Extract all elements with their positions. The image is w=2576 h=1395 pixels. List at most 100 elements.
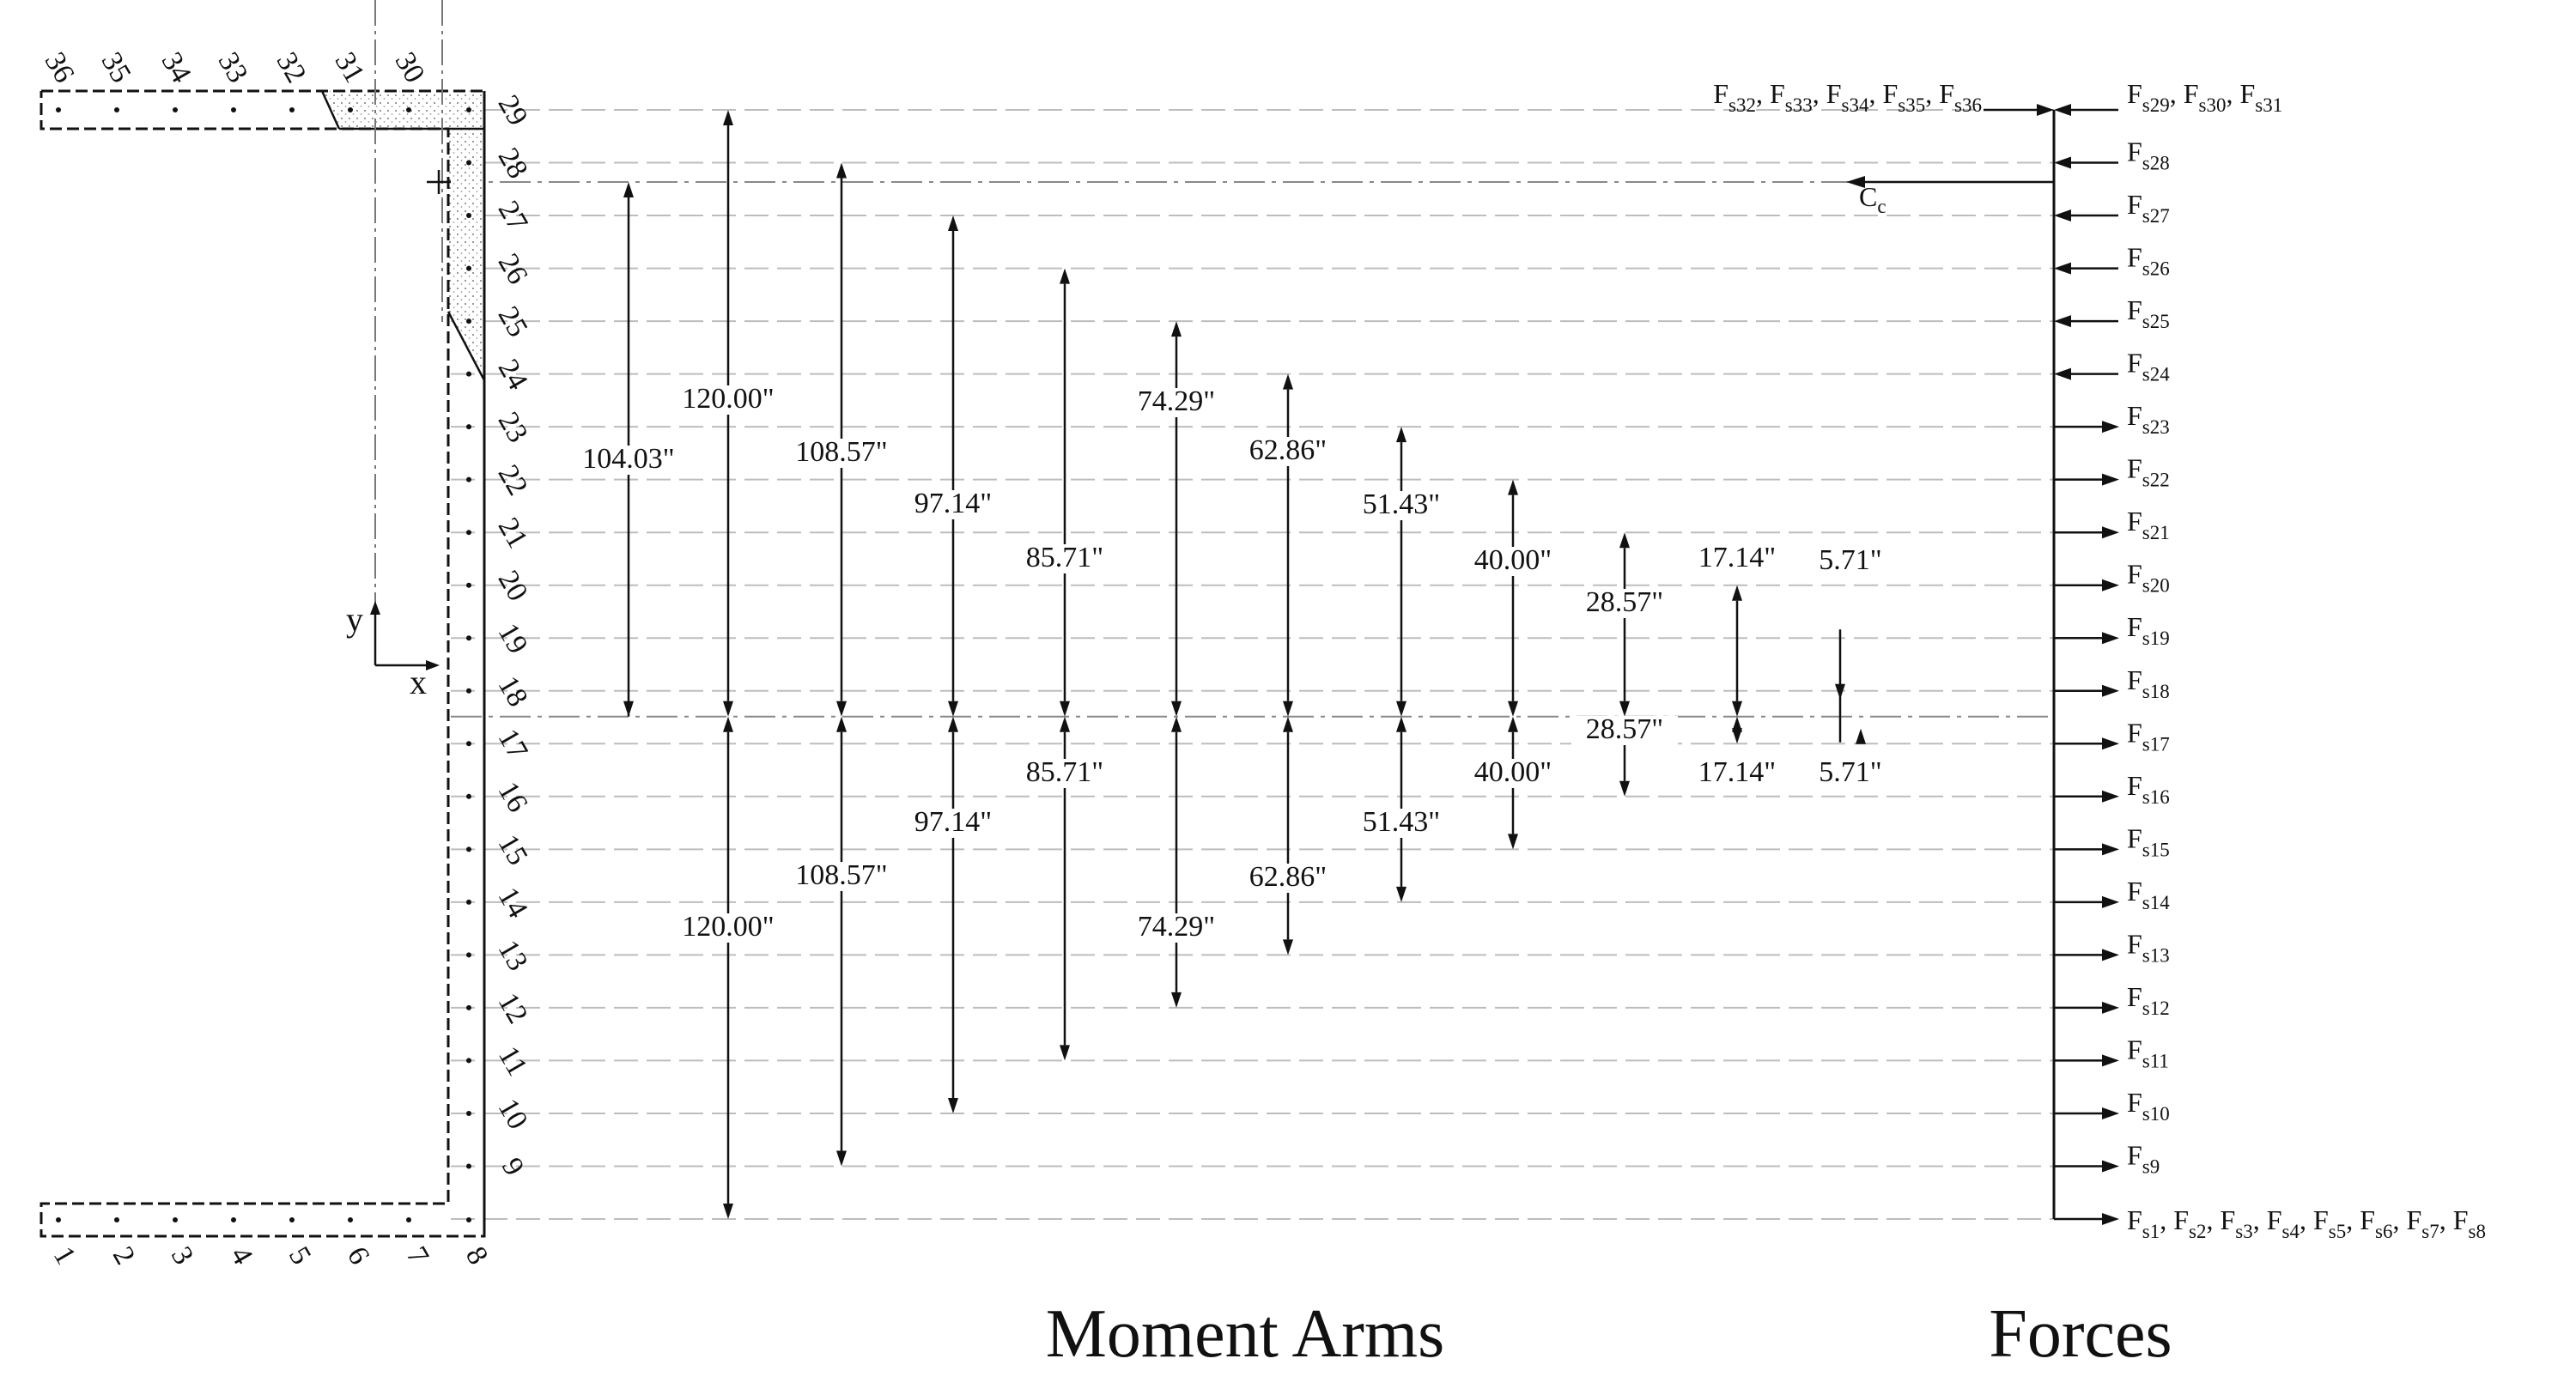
bar-label-web: 20 [492, 565, 534, 606]
svg-text:108.57": 108.57" [795, 859, 887, 891]
force-arrow: Fs1, Fs2, Fs3, Fs4, Fs5, Fs6, Fs7, Fs8 [2054, 1204, 2486, 1242]
force-label: Fs20 [2127, 559, 2170, 597]
rebar-dots [56, 107, 471, 1222]
force-label: Fs14 [2127, 876, 2170, 913]
rebar-dot [466, 635, 471, 641]
force-label: Fs13 [2127, 928, 2170, 966]
svg-text:120.00": 120.00" [682, 383, 774, 415]
bar-label-bottom: 2 [106, 1241, 142, 1270]
rebar-dot [466, 1163, 471, 1169]
moment-arm-arrow: 62.86" [1235, 373, 1341, 717]
bar-label-web: 24 [492, 354, 534, 395]
bar-label-web: 22 [492, 459, 534, 500]
moment-arm-arrow: 74.29" [1123, 321, 1230, 717]
force-arrow: Fs13 [2054, 928, 2170, 966]
moment-arm-arrow: 97.14" [900, 716, 1006, 1113]
moment-arm-arrow: 85.71" [1012, 716, 1118, 1061]
moment-arm-arrow: 120.00" [675, 110, 781, 717]
svg-text:40.00": 40.00" [1474, 756, 1552, 788]
force-arrow: Fs26 [2054, 242, 2170, 280]
force-label: Fs27 [2127, 189, 2170, 227]
force-arrow: Fs11 [2054, 1034, 2169, 1071]
bar-label-bottom: 4 [224, 1241, 259, 1270]
force-label: Fs1, Fs2, Fs3, Fs4, Fs5, Fs6, Fs7, Fs8 [2127, 1204, 2486, 1242]
force-arrow: Fs14 [2054, 876, 2170, 913]
force-label: Fs19 [2127, 611, 2170, 649]
bar-label-web: 23 [492, 407, 534, 448]
moment-arm-arrow: 108.57" [788, 162, 895, 717]
moment-arm-arrow: 17.14" [1684, 542, 1790, 717]
force-label: Fs15 [2127, 822, 2170, 860]
svg-text:5.71": 5.71" [1819, 756, 1881, 788]
bar-label-top: 32 [270, 47, 313, 88]
bar-label-web: 26 [492, 248, 534, 289]
bar-label-top: 36 [39, 47, 81, 88]
force-arrow: Fs20 [2054, 559, 2170, 597]
svg-text:28.57": 28.57" [1586, 586, 1663, 618]
rebar-dot [466, 160, 471, 166]
rebar-dot [466, 265, 471, 271]
rebar-dot [466, 688, 471, 694]
rebar-dot [466, 1058, 471, 1064]
rebar-dot [289, 107, 295, 112]
rebar-dot [231, 107, 236, 112]
rebar-dot [466, 107, 471, 112]
moment-arm-arrow: 40.00" [1460, 479, 1566, 717]
moment-arm-arrow: 62.86" [1235, 716, 1341, 955]
bar-label-web: 15 [492, 829, 534, 870]
moment-arm-arrow: 51.43" [1348, 716, 1455, 902]
rebar-dot [466, 318, 471, 324]
svg-text:104.03": 104.03" [582, 443, 674, 475]
moment-arm-arrow: 5.71"5.71" [1797, 544, 1904, 788]
force-arrow: Fs28 [2054, 136, 2170, 174]
force-label: Fs17 [2127, 717, 2170, 755]
moment-arm-arrow: 74.29" [1123, 716, 1230, 1008]
force-label: Fs18 [2127, 664, 2170, 702]
svg-text:40.00": 40.00" [1474, 544, 1552, 576]
rebar-dot [348, 107, 353, 112]
rebar-dot [466, 1004, 471, 1010]
bar-label-web: 13 [492, 935, 534, 976]
force-arrow: Fs12 [2054, 981, 2170, 1019]
bar-label-web: 18 [492, 671, 534, 713]
rebar-dot [466, 1110, 471, 1116]
bar-label-web: 12 [492, 988, 534, 1029]
force-arrow: Fs16 [2054, 770, 2170, 808]
bar-label-bottom: 3 [165, 1241, 200, 1270]
rebar-dot [466, 846, 471, 852]
force-label: Fs28 [2127, 136, 2170, 174]
force-label: Fs25 [2127, 294, 2170, 332]
bar-label-bottom: 6 [341, 1241, 376, 1270]
compression-label: Cc [1859, 181, 1886, 217]
forces-title: Forces [1989, 1296, 2172, 1372]
bar-label-bottom: 8 [459, 1241, 495, 1270]
rebar-dot [466, 582, 471, 588]
rebar-dot [231, 1217, 236, 1222]
bar-label-web: 11 [492, 1041, 533, 1082]
bar-label-bottom: 5 [283, 1241, 318, 1270]
svg-text:17.14": 17.14" [1698, 542, 1776, 573]
force-arrows: Fs29, Fs30, Fs31Fs28Fs27Fs26Fs25Fs24Fs23… [1713, 78, 2486, 1242]
rebar-dot [466, 793, 471, 799]
rebar-dot [406, 1217, 411, 1222]
svg-text:62.86": 62.86" [1249, 434, 1327, 466]
rebar-dot [114, 107, 119, 112]
svg-text:51.43": 51.43" [1363, 806, 1440, 838]
compression-zone [322, 91, 484, 380]
force-label: Fs29, Fs30, Fs31 [2127, 78, 2282, 116]
force-arrow: Fs21 [2054, 506, 2170, 543]
force-arrow: Fs15 [2054, 822, 2170, 860]
force-label: Fs9 [2127, 1139, 2160, 1177]
force-arrow: Fs10 [2054, 1087, 2170, 1125]
moment-arm-arrow: 120.00" [675, 716, 781, 1219]
bar-label-web: 25 [492, 301, 534, 343]
svg-text:51.43": 51.43" [1363, 488, 1440, 520]
moment-arm-dimensions: 104.03"120.00"120.00"108.57"108.57"97.14… [575, 110, 1904, 1219]
svg-text:74.29": 74.29" [1138, 911, 1215, 943]
svg-text:120.00": 120.00" [682, 911, 774, 943]
rebar-dot [466, 371, 471, 377]
bar-label-web: 21 [492, 513, 534, 554]
force-label: Fs24 [2127, 348, 2170, 385]
rebar-dot [173, 107, 178, 112]
force-arrow: Fs18 [2054, 664, 2170, 702]
